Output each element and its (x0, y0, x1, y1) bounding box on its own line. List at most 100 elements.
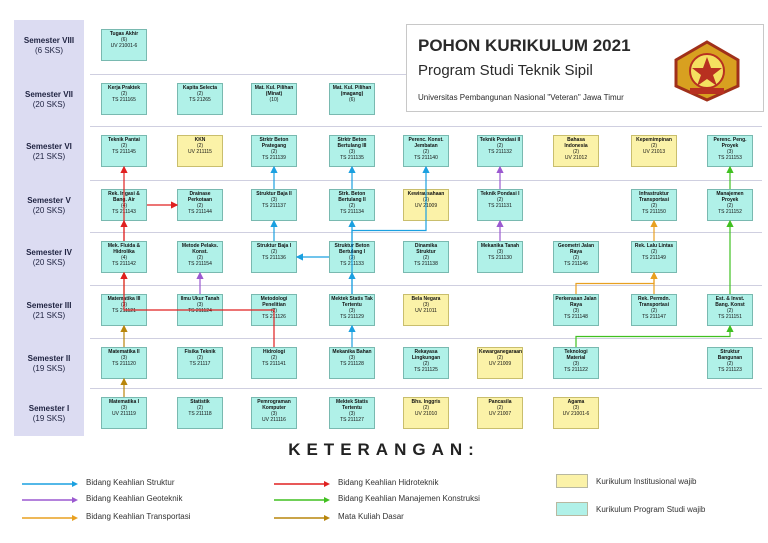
course-name: Infrastruktur Transportasi (638, 191, 669, 203)
course-box[interactable]: Metode Pelaks. Konst.(2)TS 211154 (177, 241, 223, 273)
semester-label: Semester I(19 SKS) (14, 404, 84, 424)
course-box[interactable]: Infrastruktur Transportasi(2)TS 211150 (631, 189, 677, 221)
course-box[interactable]: Mekanika Tanah(3)TS 211130 (477, 241, 523, 273)
course-sks: (3) (348, 308, 356, 314)
course-box[interactable]: Struktur Bangunan(2)TS 211123 (707, 347, 753, 379)
row-divider (90, 338, 762, 339)
semester-name: Semester I (28, 404, 70, 413)
course-box[interactable]: Pemrograman Komputer(3)UV 211116 (251, 397, 297, 429)
course-name: Teknik Pantai (108, 137, 140, 143)
course-box[interactable]: Mektek Statis Tertentu(3)TS 211127 (329, 397, 375, 429)
prerequisite-arrow (120, 271, 275, 347)
course-box[interactable]: Bhs. Inggris(2)UV 21010 (403, 397, 449, 429)
course-sks: (2) (270, 149, 278, 155)
course-code: UV 21013 (642, 149, 666, 155)
course-code: TS 211128 (340, 361, 364, 367)
course-box[interactable]: Rek. Permdn. Transportasi(2)TS 211147 (631, 294, 677, 326)
course-box[interactable]: KKN(2)UV 211115 (177, 135, 223, 167)
course-box[interactable]: Kapita Selecta(2)TS 21265 (177, 83, 223, 115)
course-box[interactable]: Fisika Teknik(2)TS 21117 (177, 347, 223, 379)
legend-arrow-swatch (22, 515, 78, 521)
course-box[interactable]: Statistik(2)TS 211118 (177, 397, 223, 429)
course-box[interactable]: Struktur Baja II(3)TS 211137 (251, 189, 297, 221)
semester-name: Semester IV (26, 248, 72, 257)
course-box[interactable]: Perkerasan Jalan Raya(3)TS 211148 (553, 294, 599, 326)
course-box[interactable]: Tugas Akhir(6)UV 21001-6 (101, 29, 147, 61)
course-box[interactable]: Mat. Kul. Pilihan (magang)(6) (329, 83, 375, 115)
course-code: UV 21010 (414, 411, 438, 417)
course-name: Bahasa Indonesia (564, 137, 588, 149)
course-box[interactable]: Bahasa Indonesia(2)UV 21012 (553, 135, 599, 167)
course-name: Metode Pelaks. Konst. (181, 243, 219, 255)
course-code: TS 211132 (488, 149, 512, 155)
course-code: UV 21009 (488, 361, 512, 367)
course-box[interactable]: Perenc. Peng. Proyek(3)TS 211153 (707, 135, 753, 167)
semester-sks: (21 SKS) (32, 152, 66, 161)
course-box[interactable]: Rek. Lalu Lintas(2)TS 211149 (631, 241, 677, 273)
course-box[interactable]: Dinamika Struktur(2)TS 211138 (403, 241, 449, 273)
course-name: Agama (567, 399, 585, 405)
course-code: TS 211125 (414, 367, 438, 373)
prerequisite-arrow (351, 165, 430, 294)
course-code: TS 211118 (188, 411, 212, 417)
course-sks: (3) (572, 361, 580, 367)
course-box[interactable]: Kepemimpinan(2)UV 21013 (631, 135, 677, 167)
course-box[interactable]: Mektek Statis Tak Tertentu(3)TS 211129 (329, 294, 375, 326)
course-code: UV 211119 (112, 411, 136, 417)
course-box[interactable]: Pancasila(2)UV 21007 (477, 397, 523, 429)
course-box[interactable]: Mat. Kul. Pilihan (Minat)(10) (251, 83, 297, 115)
course-box[interactable]: Manajemen Proyek(2)TS 211152 (707, 189, 753, 221)
course-sks: (2) (196, 91, 204, 97)
course-box[interactable]: Struktur Baja I(2)TS 211136 (251, 241, 297, 273)
course-code: TS 211123 (718, 367, 742, 373)
course-box[interactable]: Teknik Pondasi I(2)TS 211131 (477, 189, 523, 221)
course-code: TS 211149 (642, 255, 666, 261)
course-box[interactable]: Geometri Jalan Raya(2)TS 211146 (553, 241, 599, 273)
course-sks: (2) (196, 143, 204, 149)
course-sks: (2) (496, 405, 504, 411)
semester-label: Semester VI(21 SKS) (14, 142, 84, 162)
course-box[interactable]: Bela Negara(3)UV 21011 (403, 294, 449, 326)
course-sks: (6) (348, 97, 356, 103)
course-sks: (2) (196, 203, 204, 209)
course-sks: (2) (572, 255, 580, 261)
course-name: Struktur Baja I (256, 243, 292, 249)
course-box[interactable]: Teknologi Material(3)TS 211122 (553, 347, 599, 379)
course-code: TS 211141 (262, 361, 286, 367)
course-name: Mektek Statis Tak Tertentu (331, 296, 373, 308)
course-code: TS 211139 (262, 155, 286, 161)
course-name: Mat. Kul. Pilihan (magang) (332, 85, 372, 97)
course-box[interactable]: Drainase Perkotaan(2)TS 211144 (177, 189, 223, 221)
course-box[interactable]: Strk. Beton Bertulang II(2)TS 211134 (329, 189, 375, 221)
course-code: TS 211142 (112, 261, 136, 267)
course-box[interactable]: Mekanika Bahan(3)TS 211128 (329, 347, 375, 379)
course-box[interactable]: Matematika I(3)UV 211119 (101, 397, 147, 429)
course-box[interactable]: Perenc. Konst. Jembatan(2)TS 211140 (403, 135, 449, 167)
course-box[interactable]: Agama(3)UV 21001-6 (553, 397, 599, 429)
semester-name: Semester VIII (23, 36, 75, 45)
course-box[interactable]: Rekayasa Lingkungan(2)TS 211125 (403, 347, 449, 379)
course-box[interactable]: Matematika II(3)TS 211120 (101, 347, 147, 379)
course-name: Drainase Perkotaan (187, 191, 213, 203)
row-divider (90, 285, 762, 286)
legend-box-label: Kurikulum Institusional wajib (596, 477, 697, 486)
course-sks: (2) (572, 149, 580, 155)
course-box[interactable]: Kewarganegaraan(2)UV 21009 (477, 347, 523, 379)
course-sks: (2) (650, 143, 658, 149)
course-box[interactable]: Strktr Beton Prategang(2)TS 211139 (251, 135, 297, 167)
course-sks: (3) (270, 411, 278, 417)
course-sks: (2) (496, 197, 504, 203)
course-code: TS 211121 (112, 308, 136, 314)
program-name: Program Studi Teknik Sipil (418, 62, 593, 79)
course-box[interactable]: Hidrologi(2)TS 211141 (251, 347, 297, 379)
course-code: TS 211134 (340, 209, 364, 215)
course-sks: (2) (422, 361, 430, 367)
course-box[interactable]: Kerja Praktek(2)TS 211165 (101, 83, 147, 115)
semester-name: Semester II (27, 354, 71, 363)
course-box[interactable]: Teknik Pantai(2)TS 211145 (101, 135, 147, 167)
course-box[interactable]: Strktr Beton Bertulang III(3)TS 211135 (329, 135, 375, 167)
course-sks: (3) (348, 355, 356, 361)
course-name: Pemrograman Komputer (257, 399, 291, 411)
course-sks: (2) (196, 355, 204, 361)
